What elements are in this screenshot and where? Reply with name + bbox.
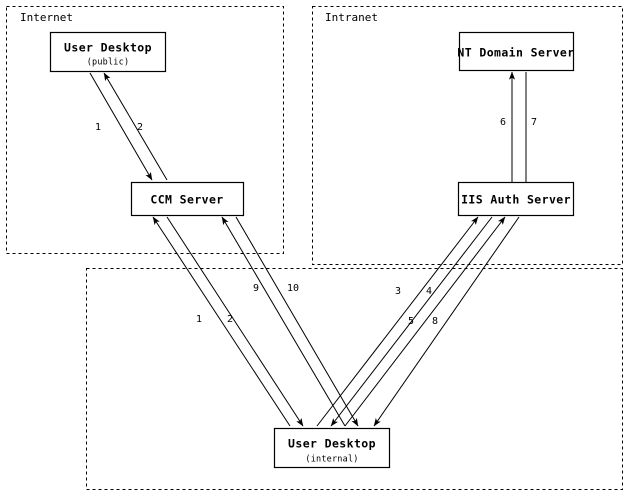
node-ccm-server-title: CCM Server [150, 193, 223, 207]
flow-line-9-internal-request [221, 216, 346, 427]
node-nt-domain-server-box [458, 31, 575, 72]
zone-intranet-boundary [312, 6, 623, 265]
flow-line-2-public-response [103, 72, 168, 181]
step-label-2-internal: 2 [227, 314, 233, 325]
node-iis-auth-server-title: IIS Auth Server [461, 193, 571, 207]
step-label-3: 3 [395, 286, 401, 297]
step-label-6: 6 [500, 117, 506, 128]
flow-line-5-auth-request [344, 216, 506, 427]
step-label-1-public: 1 [95, 122, 101, 133]
zone-internet-label: Internet [20, 11, 73, 24]
node-nt-domain-server[interactable]: NT Domain Server [457, 31, 575, 72]
step-label-7: 7 [531, 117, 537, 128]
flow-line-8-auth-response [373, 216, 520, 427]
flow-line-2-internal-response [166, 216, 304, 427]
node-ccm-server[interactable]: CCM Server [130, 181, 245, 217]
step-label-9: 9 [253, 283, 259, 294]
step-label-4: 4 [426, 286, 432, 297]
node-user-desktop-public-box [49, 31, 167, 73]
step-label-2-public: 2 [137, 122, 143, 133]
node-user-desktop-internal-box [273, 427, 391, 469]
flow-line-4-auth-response [330, 216, 493, 427]
step-label-10: 10 [287, 283, 299, 294]
node-ccm-server-box [130, 181, 245, 217]
node-user-desktop-internal[interactable]: User Desktop (internal) [273, 427, 391, 469]
node-user-desktop-internal-title: User Desktop [288, 437, 376, 451]
node-user-desktop-internal-subtitle: (internal) [305, 455, 358, 465]
zone-internet-boundary [6, 6, 284, 254]
node-user-desktop-public[interactable]: User Desktop (public) [49, 31, 167, 73]
flow-line-3-auth-request [316, 216, 479, 427]
flow-line-1-internal-request [152, 216, 291, 427]
node-user-desktop-public-title: User Desktop [64, 41, 152, 55]
node-iis-auth-server[interactable]: IIS Auth Server [457, 181, 575, 217]
step-label-8: 8 [432, 316, 438, 327]
flow-line-1-public-request [89, 72, 153, 181]
step-label-5: 5 [408, 316, 414, 327]
node-user-desktop-public-subtitle: (public) [87, 58, 130, 68]
flow-line-10-internal-response [235, 216, 359, 427]
node-nt-domain-server-title: NT Domain Server [457, 46, 574, 60]
node-iis-auth-server-box [457, 181, 575, 217]
zone-intranet-label: Intranet [325, 11, 378, 24]
step-label-1-internal: 1 [196, 314, 202, 325]
